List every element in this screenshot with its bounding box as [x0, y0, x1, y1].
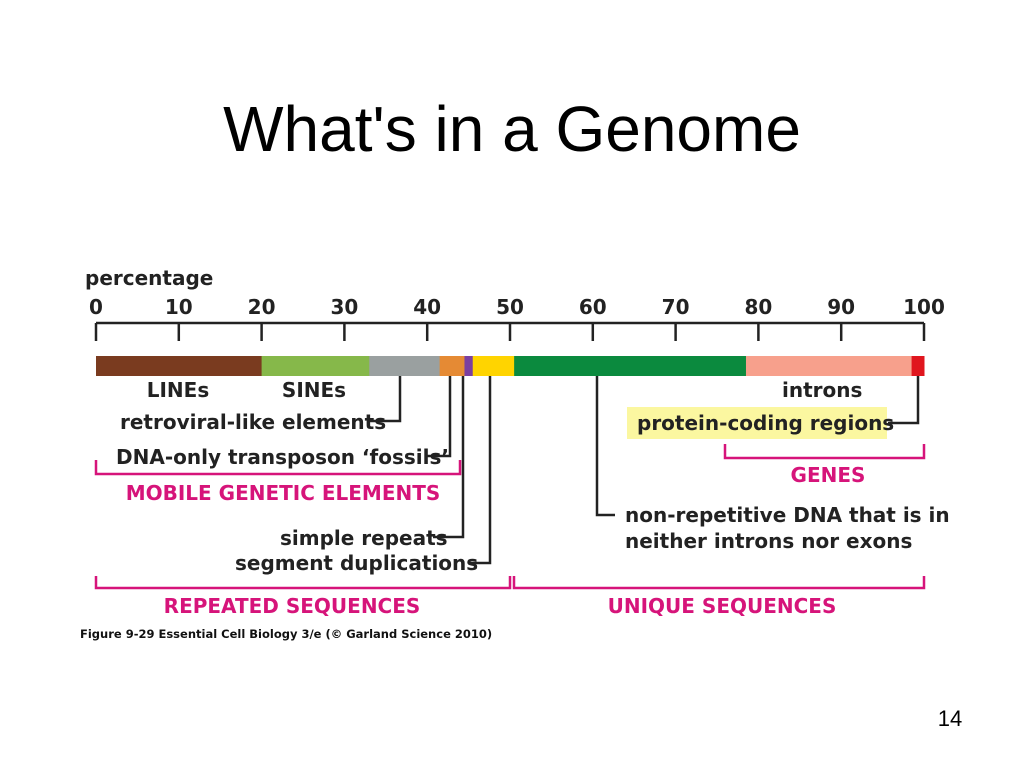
bar-segment-8	[911, 356, 925, 376]
leader-non-repetitive	[595, 376, 615, 517]
bracket-genes	[723, 444, 926, 460]
bar-segment-2	[369, 356, 441, 376]
tick-label-100: 100	[903, 295, 945, 319]
protein-coding-highlight	[627, 407, 887, 439]
label-lines: LINEs	[147, 378, 210, 402]
bracket-unique	[512, 576, 926, 590]
tick-label-90: 90	[827, 295, 855, 319]
bracket-repeated	[94, 576, 512, 590]
label-protein-coding: protein-coding regions	[637, 411, 894, 435]
tick-label-70: 70	[662, 295, 690, 319]
label-dna-only: DNA-only transposon ‘fossils’	[116, 445, 449, 469]
group-label-mobile: MOBILE GENETIC ELEMENTS	[126, 481, 441, 505]
label-retroviral: retroviral-like elements	[120, 410, 386, 434]
tick-label-40: 40	[413, 295, 441, 319]
label-introns: introns	[782, 378, 862, 402]
label-non-repetitive-line2: neither introns nor exons	[625, 529, 912, 553]
leader-simple-repeats	[433, 376, 465, 539]
tick-label-50: 50	[496, 295, 524, 319]
label-non-repetitive-line1: non-repetitive DNA that is in	[625, 503, 950, 527]
genome-bar	[96, 356, 925, 376]
bar-segment-3	[439, 356, 465, 376]
bar-segment-7	[745, 356, 913, 376]
axis-ticks: 0 10 20 30 40 50 60 70 80 90 100	[89, 295, 945, 341]
slide-number: 14	[937, 706, 963, 731]
group-label-unique: UNIQUE SEQUENCES	[608, 594, 837, 618]
leader-protein-coding	[888, 376, 920, 425]
slide-title: What's in a Genome	[223, 93, 801, 165]
tick-label-60: 60	[579, 295, 607, 319]
bar-segment-4	[464, 356, 474, 376]
tick-label-80: 80	[744, 295, 772, 319]
label-segment-duplications: segment duplications	[235, 551, 478, 575]
group-label-repeated: REPEATED SEQUENCES	[164, 594, 421, 618]
label-simple-repeats: simple repeats	[280, 526, 448, 550]
bar-segment-6	[514, 356, 747, 376]
axis-title: percentage	[85, 266, 213, 290]
label-sines: SINEs	[282, 378, 346, 402]
group-brackets	[94, 444, 926, 590]
tick-label-10: 10	[165, 295, 193, 319]
figure-caption: Figure 9-29 Essential Cell Biology 3/e (…	[80, 627, 492, 641]
bar-segment-5	[472, 356, 515, 376]
leader-retroviral	[368, 376, 402, 423]
tick-label-20: 20	[248, 295, 276, 319]
bar-segment-1	[261, 356, 370, 376]
group-label-genes: GENES	[791, 463, 866, 487]
leader-segment-duplications	[468, 376, 492, 565]
tick-label-0: 0	[89, 295, 103, 319]
leader-lines	[368, 376, 920, 565]
bracket-mobile	[94, 460, 462, 476]
tick-label-30: 30	[330, 295, 358, 319]
bar-segment-0	[96, 356, 263, 376]
leader-dna-only	[425, 376, 452, 458]
